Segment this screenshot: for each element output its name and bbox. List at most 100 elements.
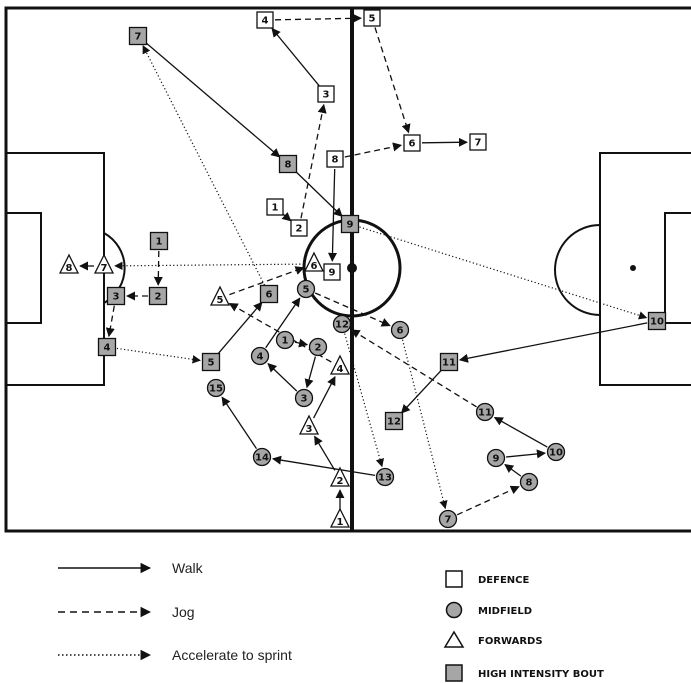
midfield-player-8: 8: [519, 472, 539, 492]
forwards-triangle-icon: [209, 285, 231, 306]
movement-sprint-m6-to-m7: [401, 339, 448, 510]
midfield-circle-icon: [390, 320, 410, 340]
forward-player-label: 5: [217, 295, 224, 306]
defence-square-icon: [266, 198, 284, 216]
defence-square-icon: [326, 150, 344, 168]
midfield-player-12: 12: [332, 314, 352, 334]
midfield-player-label: 13: [378, 473, 392, 484]
legend-midfield: MIDFIELD: [445, 601, 532, 619]
legend-forwards-label: FORWARDS: [478, 636, 543, 647]
midfield-player-label: 11: [478, 408, 492, 419]
movement-walk-m9-to-m10: [505, 449, 547, 459]
defence-player-label: 4: [262, 16, 269, 27]
midfield-player-9: 9: [486, 448, 506, 468]
movement-walk-m2-to-m3: [304, 356, 317, 389]
high-intensity-bout-label: 9: [347, 220, 354, 231]
midfield-player-label: 6: [397, 326, 404, 337]
defence-player-4: 4: [256, 11, 274, 29]
right-penalty-spot: [630, 265, 636, 271]
defence-player-1: 1: [266, 198, 284, 216]
legend-defence-label: DEFENCE: [478, 575, 530, 586]
forward-player-2: 2: [329, 466, 351, 487]
high-intensity-bout-label: 3: [113, 292, 120, 303]
midfield-player-14: 14: [252, 447, 272, 467]
midfield-player-label: 7: [445, 515, 452, 526]
movement-jog-d5-to-d6: [374, 27, 411, 134]
midfield-player-1: 1: [275, 330, 295, 350]
movement-walk-h7-to-h8: [145, 42, 281, 158]
midfield-circle-icon: [250, 346, 270, 366]
right-penalty-area: [599, 152, 691, 386]
movement-jog-d4-to-d5: [274, 13, 362, 23]
defence-player-2: 2: [290, 219, 308, 237]
midfield-player-label: 9: [493, 454, 500, 465]
midfield-player-3: 3: [294, 388, 314, 408]
midfield-circle-icon: [486, 448, 506, 468]
high-intensity-bout-12: 12: [384, 411, 404, 431]
defence-square-icon: [290, 219, 308, 237]
forward-player-label: 2: [337, 476, 344, 487]
defence-square-icon: [403, 134, 421, 152]
defence-player-6: 6: [403, 134, 421, 152]
high-intensity-bout-1: 1: [149, 231, 169, 251]
midfield-player-label: 8: [526, 478, 533, 489]
forwards-triangle-icon: [298, 414, 320, 435]
high-intensity-square-icon: [259, 284, 279, 304]
high-intensity-bout-label: 12: [387, 417, 401, 428]
forward-player-label: 8: [66, 263, 73, 274]
forward-player-label: 3: [306, 424, 313, 435]
forward-player-7: 7: [93, 253, 115, 274]
movement-jog-h1-to-h2: [153, 250, 163, 286]
centre-spot: [347, 263, 357, 273]
legend-sprint: Accelerate to sprint: [58, 647, 292, 663]
midfield-player-label: 5: [303, 285, 310, 296]
defence-player-label: 2: [296, 224, 303, 235]
legend-midfield-label: MIDFIELD: [478, 606, 532, 617]
movement-jog-h3-to-h4: [105, 305, 115, 338]
defence-square-icon: [317, 85, 335, 103]
legend-jog: Jog: [58, 604, 195, 620]
movement-walk-d1-to-d2: [281, 211, 292, 222]
forward-player-label: 1: [337, 517, 344, 528]
defence-square-icon: [323, 263, 341, 281]
forward-player-label: 7: [101, 263, 108, 274]
forwards-triangle-icon: [329, 354, 351, 375]
movement-jog-f5-to-f6: [229, 266, 305, 296]
midfield-player-4: 4: [250, 346, 270, 366]
legend-defence: DEFENCE: [445, 570, 530, 588]
high-intensity-bout-3: 3: [106, 286, 126, 306]
movement-walk-d3-to-d4: [271, 27, 321, 87]
legend: Walk Jog Accelerate to sprint DEFENCE MI…: [58, 560, 604, 682]
midfield-player-7: 7: [438, 509, 458, 529]
movement-walk-h8-to-h9: [294, 170, 343, 218]
midfield-player-label: 12: [335, 320, 349, 331]
defence-player-label: 3: [323, 90, 330, 101]
defence-player-5: 5: [363, 9, 381, 27]
high-intensity-square-icon: [384, 411, 404, 431]
legend-walk-label: Walk: [172, 560, 204, 576]
high-intensity-bout-label: 4: [104, 343, 111, 354]
high-intensity-bout-4: 4: [97, 337, 117, 357]
high-intensity-bout-label: 8: [285, 160, 292, 171]
movement-sprint-h6-to-h7: [142, 45, 266, 286]
high-intensity-bout-10: 10: [647, 311, 667, 331]
defence-player-7: 7: [469, 133, 487, 151]
defence-player-3: 3: [317, 85, 335, 103]
forwards-triangle-icon: [443, 630, 465, 648]
midfield-circle-icon: [252, 447, 272, 467]
movement-walk-h11-to-h12: [400, 368, 443, 414]
midfield-player-label: 2: [315, 343, 322, 354]
high-intensity-square-icon: [439, 352, 459, 372]
forward-player-1: 1: [329, 507, 351, 528]
legend-high-intensity: HIGH INTENSITY BOUT: [445, 664, 604, 682]
defence-player-9: 9: [323, 263, 341, 281]
midfield-player-label: 15: [209, 384, 223, 395]
midfield-circle-icon: [546, 442, 566, 462]
movement-jog-m11-to-m12: [350, 329, 477, 408]
forwards-triangle-icon: [329, 507, 351, 528]
movement-jog-m5-to-m6: [314, 292, 391, 327]
high-intensity-square-icon: [149, 231, 169, 251]
high-intensity-square-icon: [278, 154, 298, 174]
midfield-player-5: 5: [296, 279, 316, 299]
midfield-circle-icon: [375, 467, 395, 487]
